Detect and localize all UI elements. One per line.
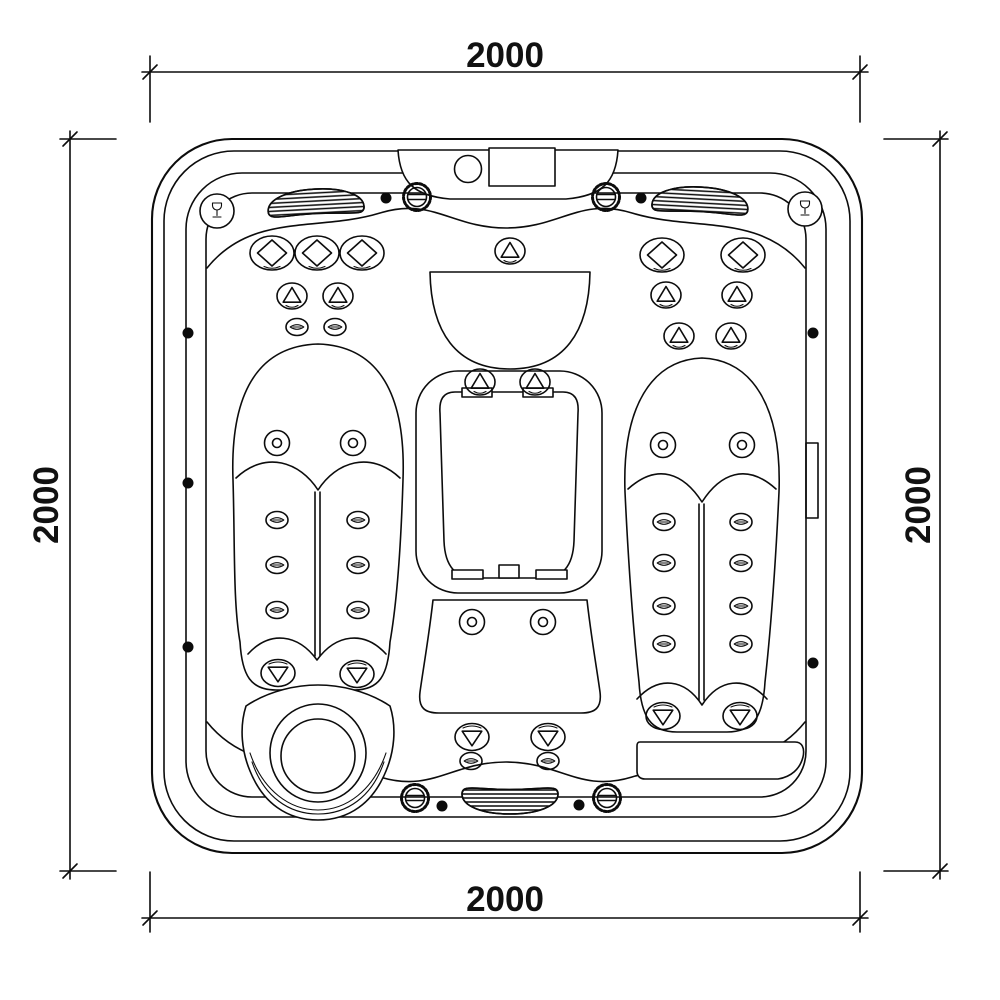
control-bay [397,147,619,200]
dimension-label-bottom: 2000 [466,880,544,919]
led-dot [182,477,194,489]
jet-triangle-up [494,237,526,265]
jet-diamond [639,237,685,273]
top-bench-edge [206,207,806,269]
cup-holder-wine-glass-icon [199,193,235,229]
led-dot [807,657,819,669]
jet-triangle-up [715,322,747,350]
jet-lens [323,317,347,337]
diverter-knob [592,783,622,813]
control-panel-button [453,154,483,184]
dimension-right: 2000 [883,130,949,880]
jet-lens [285,317,309,337]
led-dot [807,327,819,339]
grab-rail [805,442,819,519]
led-dot [436,800,448,812]
jet-triangle-up [721,281,753,309]
headrest-pillow [461,787,559,815]
jet-diamond [339,235,385,271]
jet-triangle-down [530,722,566,752]
cup-holder-wine-glass-icon [787,191,823,227]
headrest-pillow [650,183,750,217]
shell-outline-outer [150,137,864,855]
led-dot [573,799,585,811]
jet-diamond [294,235,340,271]
jet-triangle-up [663,322,695,350]
bottom-center-seat [418,599,602,714]
led-dot [182,327,194,339]
headrest-pillow [266,185,366,219]
corner-round-seat [241,684,395,821]
footwell [415,370,603,594]
jet-triangle-up [322,282,354,310]
jet-triangle-down [454,722,490,752]
diverter-knob [402,182,432,212]
jet-diamond [249,235,295,271]
dimension-bottom: 2000 [141,871,869,933]
center-backrest [429,271,591,370]
lounger-right [624,357,780,733]
dimension-label-left: 2000 [27,466,66,544]
dimension-left: 2000 [27,130,117,880]
diverter-knob [591,182,621,212]
led-dot [182,641,194,653]
jet-lens [536,751,560,771]
jet-diamond [720,237,766,273]
jet-triangle-up [276,282,308,310]
dimension-label-right: 2000 [899,466,938,544]
dimension-top: 2000 [141,36,869,123]
lounger-left [231,343,405,691]
control-panel-display [488,147,556,187]
dimension-label-top: 2000 [466,36,544,75]
jet-triangle-up [650,281,682,309]
footwell-inner [439,391,579,579]
led-dot [635,192,647,204]
led-dot [380,192,392,204]
corner-bench [636,741,805,780]
diverter-knob [400,783,430,813]
